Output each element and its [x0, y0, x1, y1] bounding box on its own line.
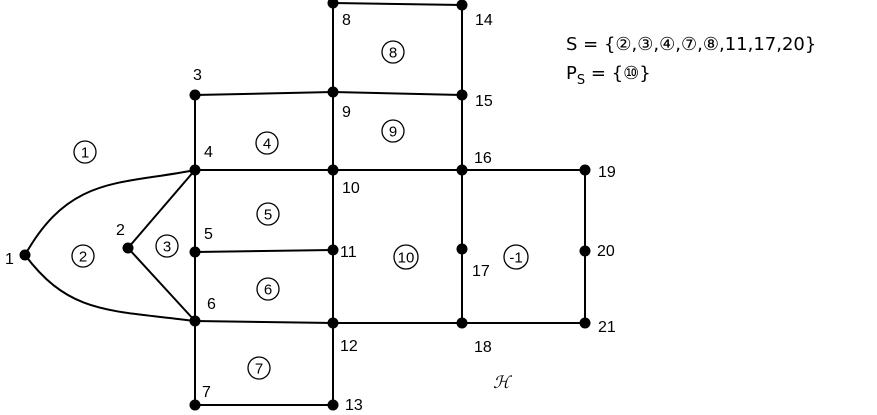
edge-1-6 [24, 254, 196, 322]
vertex-3 [189, 89, 201, 101]
vertex-13 [327, 399, 339, 411]
vertex-16 [456, 164, 468, 176]
face-circle [255, 131, 279, 155]
face-label: 8 [389, 45, 397, 62]
edge-3-9 [194, 91, 334, 96]
graph-name-label: ℋ [493, 373, 513, 393]
edge-2-4 [127, 169, 196, 249]
vertex-1 [19, 249, 31, 261]
face-label: 7 [255, 361, 263, 378]
edges [24, 2, 586, 406]
vertex-20 [579, 245, 591, 257]
vertex-label-8: 8 [342, 12, 351, 29]
vertex-label-14: 14 [475, 12, 493, 29]
face-outer: -1 [503, 244, 529, 270]
vertex-4 [189, 164, 201, 176]
vertex-label-21: 21 [598, 319, 616, 336]
vertex-label-17: 17 [472, 263, 490, 280]
s-set-members: ②,③,④,⑦,⑧,11,17,20} [615, 34, 817, 55]
vertex-18 [456, 317, 468, 329]
vertex-label-16: 16 [474, 150, 492, 167]
vertex-21 [579, 317, 591, 329]
face-circle [247, 356, 271, 380]
face-circle [256, 202, 280, 226]
vertex-label-7: 7 [202, 384, 211, 401]
face-circle [71, 244, 95, 268]
s-set-prefix: S = { [566, 34, 616, 55]
vertex-2 [122, 242, 134, 254]
face-circle [381, 119, 405, 143]
face-9: 9 [381, 119, 405, 143]
face-10: 10 [393, 244, 419, 270]
edge-2-6 [127, 247, 196, 322]
vertex-6 [189, 315, 201, 327]
vertex-label-9: 9 [342, 104, 351, 121]
face-6: 6 [256, 277, 280, 301]
vertex-19 [579, 164, 591, 176]
face-3: 3 [155, 234, 179, 258]
vertex-label-15: 15 [475, 93, 493, 110]
vertex-label-4: 4 [204, 144, 213, 161]
vertex-5 [189, 246, 201, 258]
ps-set-annotation: PS = {⑩} [566, 63, 651, 88]
face-label: 4 [263, 136, 271, 153]
s-set-annotation: S = {②,③,④,⑦,⑧,11,17,20} [566, 34, 816, 55]
face-label: 9 [389, 124, 397, 141]
vertex-label-13: 13 [345, 397, 363, 414]
face-label: 6 [264, 282, 272, 299]
face-label: 2 [79, 249, 87, 266]
face-label: 1 [81, 145, 89, 162]
vertex-12 [327, 317, 339, 329]
face-circle [73, 140, 97, 164]
face-circle [503, 244, 529, 270]
face-7: 7 [247, 356, 271, 380]
vertex-label-19: 19 [598, 164, 616, 181]
ps-subscript: S [576, 73, 586, 88]
face-4: 4 [255, 131, 279, 155]
face-2: 2 [71, 244, 95, 268]
vertex-label-18: 18 [474, 339, 492, 356]
vertex-label-2: 2 [116, 222, 125, 239]
vertex-label-3: 3 [193, 67, 202, 84]
ps-symbol: P [566, 63, 577, 84]
vertex-label-6: 6 [207, 296, 216, 313]
face-circle [381, 40, 405, 64]
vertex-8 [327, 0, 339, 9]
face-1: 1 [73, 140, 97, 164]
edge-9-15 [332, 91, 463, 96]
vertex-7 [189, 399, 201, 411]
face-label: 10 [398, 250, 415, 267]
vertex-label-1: 1 [5, 251, 14, 268]
vertex-label-10: 10 [342, 180, 360, 197]
edge-1-4 [24, 169, 196, 256]
vertex-label-20: 20 [597, 243, 615, 260]
edge-8-14 [332, 2, 463, 6]
face-label: 5 [264, 207, 272, 224]
ps-set-members: = {⑩} [585, 63, 651, 84]
face-8: 8 [381, 40, 405, 64]
face-circle [155, 234, 179, 258]
vertex-10 [327, 164, 339, 176]
vertex-9 [327, 86, 339, 98]
vertex-label-5: 5 [204, 226, 213, 243]
vertex-17 [456, 243, 468, 255]
face-circle [393, 244, 419, 270]
face-label: 3 [163, 239, 171, 256]
vertex-14 [456, 0, 468, 11]
face-label: -1 [509, 250, 522, 267]
vertex-label-12: 12 [340, 338, 358, 355]
vertex-15 [456, 89, 468, 101]
vertex-label-11: 11 [340, 244, 357, 261]
face-5: 5 [256, 202, 280, 226]
face-circle [256, 277, 280, 301]
vertex-11 [327, 244, 339, 256]
edge-5-11 [194, 249, 334, 253]
edge-6-12 [194, 320, 334, 324]
